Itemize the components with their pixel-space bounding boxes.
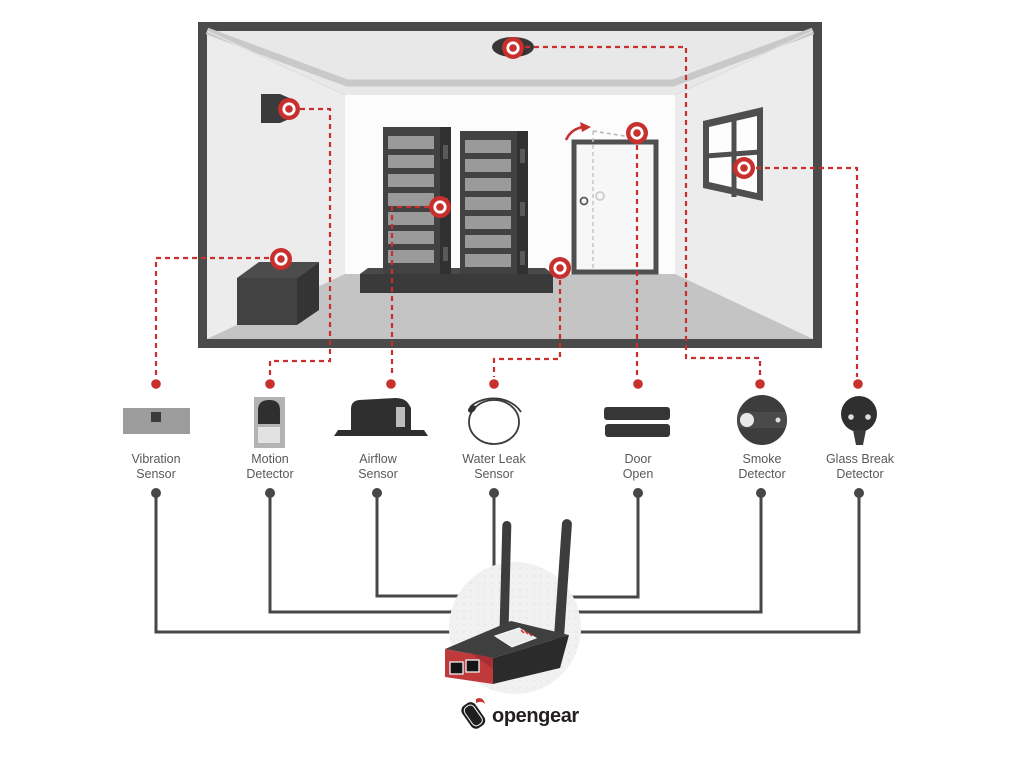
sensor-label-vibration: Vibration Sensor: [91, 452, 221, 481]
logo-wordmark: opengear: [492, 705, 579, 727]
rack-plinth: [360, 274, 553, 293]
sensor-label-motion: Motion Detector: [205, 452, 335, 481]
glass-break-dashed-line: [756, 166, 859, 377]
vibration-dashed-line: [154, 256, 269, 377]
motion-target-marker: [278, 98, 300, 120]
airflow-dashed-line: [390, 205, 429, 377]
water-leak-target-marker: [549, 257, 571, 279]
sensor-label-door-open: Door Open: [573, 452, 703, 481]
motion-wire: [268, 497, 516, 614]
label-line: Door: [624, 452, 652, 466]
label-line: Smoke: [742, 452, 782, 466]
glass-break-target-marker: [733, 157, 755, 179]
vibration-wire: [154, 497, 516, 634]
label-line: Water Leak: [462, 452, 526, 466]
opengear-logo-icon: [461, 702, 486, 729]
door-open-arrow: [564, 125, 584, 141]
corner-edge: [206, 30, 346, 96]
dark-start-dots: [151, 488, 864, 498]
label-line: Detector: [738, 466, 786, 481]
corner-edge: [674, 30, 814, 96]
glass-break-detector-icon: [841, 396, 877, 445]
server-racks: [360, 127, 553, 293]
red-end-dots: [151, 379, 863, 389]
door-handle: [579, 196, 589, 206]
opengear-device: [445, 519, 581, 694]
water-leak-dashed-line: [492, 280, 562, 377]
door-target-marker: [626, 122, 648, 144]
sensor-label-smoke: Smoke Detector: [697, 452, 827, 481]
motion-detector-icon: [254, 397, 285, 448]
ethernet-port-icon: [449, 661, 464, 675]
sensor-label-water-leak: Water Leak Sensor: [429, 452, 559, 481]
window-mullion: [705, 149, 761, 159]
ethernet-port-icon: [465, 659, 480, 673]
label-line: Sensor: [136, 466, 176, 481]
smoke-dashed-line: [525, 45, 762, 377]
sensor-label-airflow: Airflow Sensor: [313, 452, 443, 481]
airflow-sensor-icon: [334, 398, 428, 436]
router-body: [445, 621, 569, 684]
antenna-right-icon: [553, 519, 572, 643]
label-line: Sensor: [474, 466, 514, 481]
logo-red-swoosh: [476, 698, 485, 704]
sensor-label-glass-break: Glass Break Detector: [795, 452, 925, 481]
door-handle-projection: [595, 191, 605, 201]
label-line: Vibration: [131, 452, 181, 466]
server-rack-right: [460, 131, 528, 274]
door: [564, 122, 659, 275]
room-floor: [207, 274, 813, 339]
motion-dashed-line: [268, 107, 332, 377]
ceiling-molding: [205, 27, 815, 87]
label-line: Glass Break: [825, 452, 895, 466]
door-open-sensor-icon: [604, 407, 670, 437]
window: [703, 107, 763, 201]
label-line: Detector: [836, 466, 884, 481]
red-dashed-connectors: [154, 45, 859, 377]
vibration-sensor-icon: [123, 408, 190, 434]
label-line: Motion: [251, 452, 289, 466]
label-line: Sensor: [358, 466, 398, 481]
smoke-target-marker: [502, 37, 524, 59]
antenna-left-icon: [499, 521, 512, 631]
water-leak-sensor-icon: [468, 397, 522, 445]
opengear-logo: opengear: [461, 698, 580, 729]
equipment-cube: [237, 262, 319, 325]
sensor-target-markers: [270, 37, 755, 279]
label-line: Open: [622, 466, 654, 481]
door-open-arrowhead: [580, 122, 591, 132]
label-line: Airflow: [359, 452, 397, 466]
label-line: Detector: [246, 466, 294, 481]
vibration-target-marker: [270, 248, 292, 270]
airflow-target-marker: [429, 196, 451, 218]
smoke-wire: [514, 497, 763, 614]
smoke-detector-icon: [737, 395, 787, 445]
glass-break-wire: [514, 497, 861, 634]
